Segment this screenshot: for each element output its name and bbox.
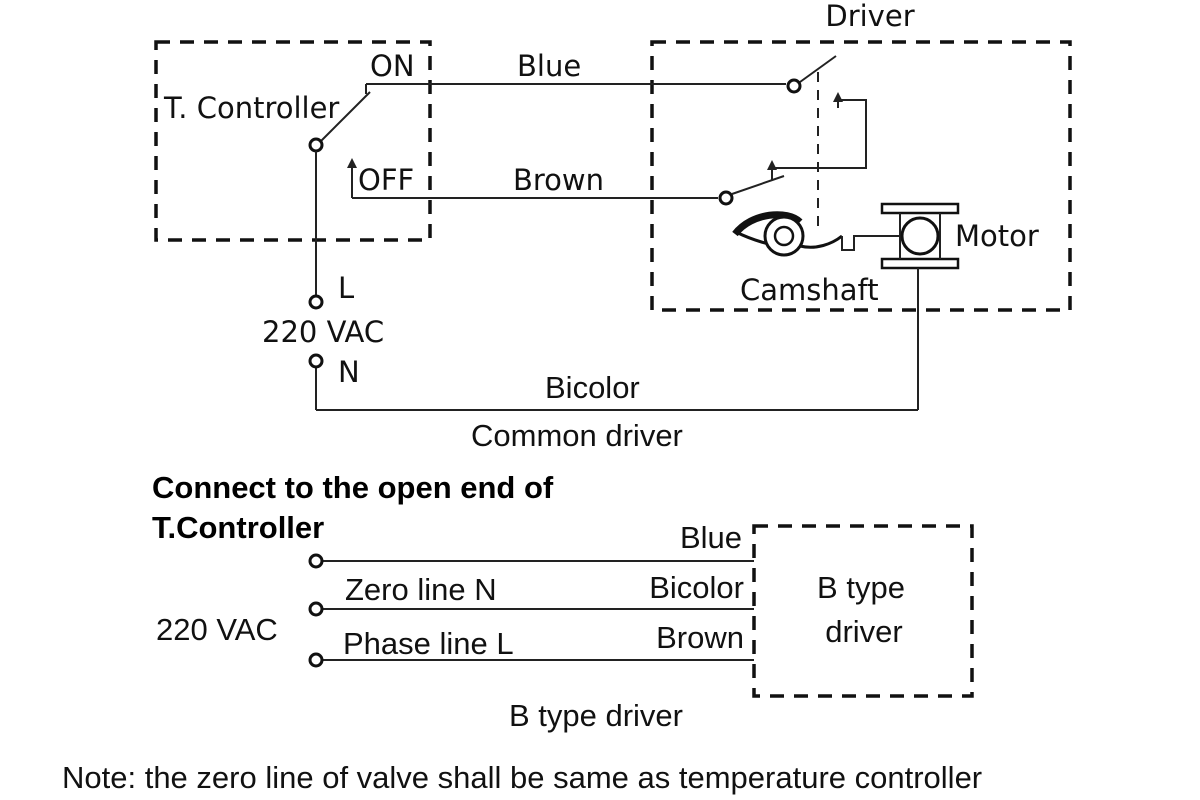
bicolor-wire-label-bottom: Bicolor [649, 570, 744, 605]
controller-label: T. Controller [163, 91, 339, 125]
vac-label-top: 220 VAC [262, 315, 384, 349]
blue-wire-label-top: Blue [517, 49, 581, 83]
t-controller-box [154, 40, 432, 242]
bottom-caption: B type driver [509, 698, 683, 733]
on-label: ON [370, 49, 415, 83]
zero-line-label: Zero line N [345, 572, 497, 607]
controller-switch [308, 83, 430, 153]
bottom-heading-line1: Connect to the open end of [152, 470, 554, 505]
note-text: Note: the zero line of valve shall be sa… [62, 760, 982, 795]
top-caption: Common driver [471, 418, 683, 453]
blue-wire-label-bottom: Blue [680, 520, 742, 555]
camshaft-icon [732, 211, 843, 257]
camshaft-label: Camshaft [740, 273, 879, 307]
bottom-terminal-1 [308, 553, 324, 569]
vac-label-bottom: 220 VAC [156, 612, 278, 647]
b-type-driver-line1: B type [817, 570, 905, 605]
bottom-heading-line2: T.Controller [152, 510, 324, 545]
terminal-l [308, 294, 324, 310]
bottom-terminal-2 [308, 601, 324, 617]
power-wires-top [315, 151, 919, 411]
brown-wire-label-bottom: Brown [656, 620, 744, 655]
motor-icon [880, 202, 960, 270]
n-label: N [338, 355, 360, 389]
b-type-driver-box [752, 524, 974, 698]
driver-lower-switch [718, 160, 785, 206]
shaft-link [841, 235, 900, 251]
terminal-n [308, 353, 324, 369]
motor-label: Motor [955, 219, 1039, 253]
phase-line-label: Phase line L [343, 626, 514, 661]
driver-upper-switch [786, 55, 837, 94]
off-arrow [347, 158, 430, 199]
bottom-terminal-3 [308, 652, 324, 668]
bottom-wires [322, 560, 754, 661]
bicolor-wire-label-top: Bicolor [545, 370, 640, 405]
b-type-driver-line2: driver [825, 614, 903, 649]
feedback-path [772, 92, 867, 169]
brown-wire-label-top: Brown [513, 163, 604, 197]
driver-box [650, 40, 1072, 312]
l-label: L [338, 271, 354, 305]
off-label: OFF [358, 163, 414, 197]
driver-title: Driver [825, 0, 914, 33]
